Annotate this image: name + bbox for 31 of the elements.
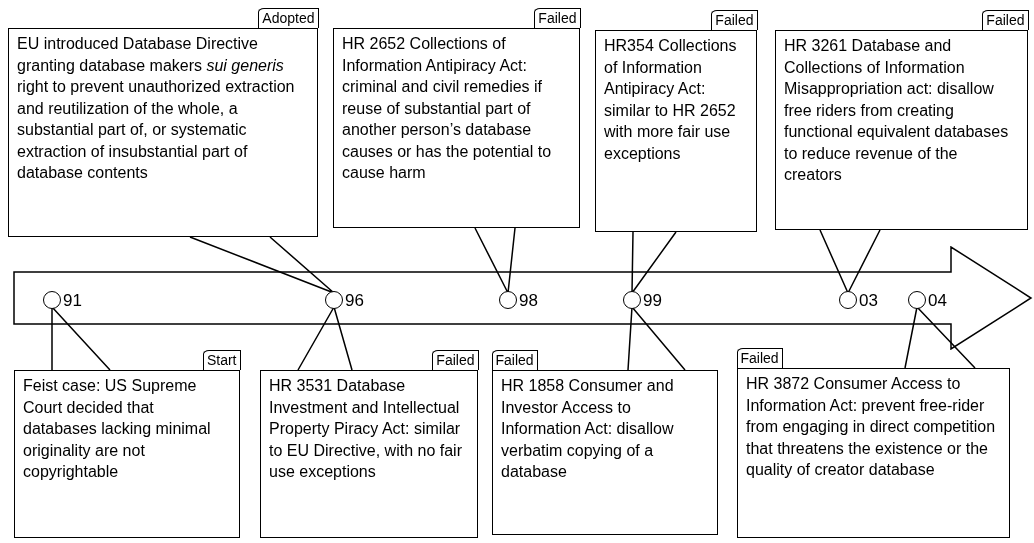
callout-pointer [51,306,111,371]
status-tag: Start [202,350,241,370]
callout-pointer [904,306,976,369]
year-label: 99 [643,291,662,311]
timeline-arrow [13,246,1033,350]
year-label: 96 [345,291,364,311]
callout-pointer [297,306,353,371]
callout-text: EU introduced Database Directive granting database makers sui generis right to prevent unauthorized extraction and reutilization of the whole, a substantial part of, or systematic extraction of insubstantial part of database contents [16,34,296,183]
callout-pointer [189,236,335,294]
callout-pointer [474,227,516,294]
year-label: 04 [928,291,947,311]
year-label: 98 [519,291,538,311]
callout-text: HR 2652 Collections of Information Antipiracy Act: criminal and civil remedies if reuse of substantial part of another person’s database causes or has the potential to cause harm [341,34,553,183]
callout-text: HR 3872 Consumer Access to Information Act: prevent free-rider from engaging in direct competition that threatens the existence or the quality of creator database [745,374,997,480]
callout-text: HR 1858 Consumer and Investor Access to Information Act: disallow verbatim copying of a database [500,376,675,482]
callout-text: HR 3531 Database Investment and Intellectual Property Piracy Act: similar to EU Directive, with no fair use exceptions [268,376,463,482]
status-tag: Failed [534,8,581,28]
status-tag: Failed [432,350,479,370]
callout-text: HR354 Collections of Information Antipiracy Act: similar to HR 2652 with more fair use exceptions [603,36,738,164]
status-tag: Adopted [258,8,319,28]
year-label: 03 [859,291,878,311]
year-label: 91 [63,291,82,311]
callout-pointer [819,229,881,294]
status-tag: Failed [491,350,538,370]
status-tag: Failed [736,348,783,368]
status-tag: Failed [711,10,758,30]
callout-text: Feist case: US Supreme Court decided that databases lacking minimal originality are not copyrightable [22,376,212,482]
callout-pointer [631,231,677,294]
status-tag: Failed [982,10,1029,30]
callout-text: HR 3261 Database and Collections of Information Misappropriation act: disallow free riders from creating functional equivalent databases to reduce revenue of the creators [783,36,1010,185]
callout-pointer [627,306,686,371]
